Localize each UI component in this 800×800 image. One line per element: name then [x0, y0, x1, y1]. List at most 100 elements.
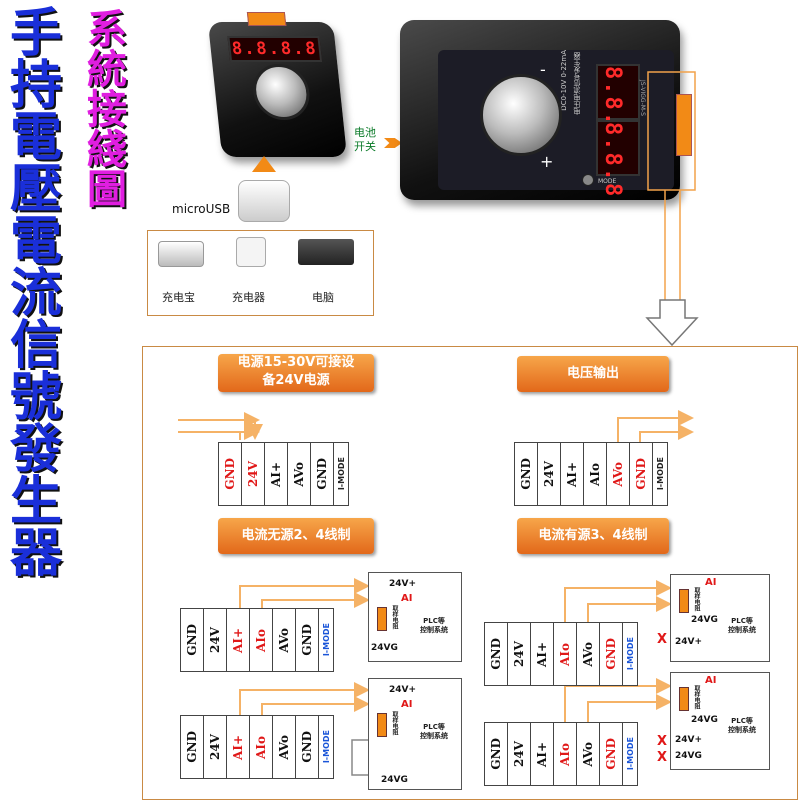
sampling-resistor-icon: [679, 589, 689, 613]
plc-24vg: 24VG: [381, 775, 408, 785]
plc-ai: AI: [705, 675, 717, 686]
plc-24vg-bottom: 24VG: [675, 751, 702, 761]
plc-resistor-label: 取样电阻: [391, 711, 398, 735]
terminal-avo: AVo: [288, 443, 311, 505]
sub-title-char: 接: [87, 86, 127, 133]
main-title-char: 流: [9, 263, 62, 324]
sub-title-char: 綫: [87, 126, 127, 173]
large-device-mode-label: MODE: [598, 178, 617, 185]
main-title-char: 信: [9, 315, 62, 376]
terminal-gnd: GND: [485, 723, 508, 785]
terminal-ai-plus: AI+: [227, 609, 250, 671]
terminal-ai-plus: AI+: [531, 623, 554, 685]
plc-24v-plus: 24V+: [675, 735, 703, 745]
terminal-mode: I-MODE: [625, 637, 635, 671]
terminal-24v: 24V: [204, 716, 227, 778]
active-section-title: 电流有源3、4线制: [517, 518, 669, 554]
active-lower-wires: [564, 678, 672, 722]
main-title-char: 發: [9, 419, 62, 480]
sampling-resistor-icon: [377, 607, 387, 631]
x-mark: X: [657, 750, 668, 765]
charger-label: 充电器: [232, 291, 265, 304]
large-device-plus: +: [540, 152, 554, 171]
terminal-avo: AVo: [577, 723, 600, 785]
terminal-table-active-upper: GND 24V AI+ AIo AVo GND I-MODE: [484, 622, 638, 686]
terminal-24v: 24V: [508, 723, 531, 785]
terminal-ai-plus: AI+: [265, 443, 288, 505]
large-device-knob[interactable]: [480, 74, 562, 156]
plc-name: PLC等控制系统: [420, 617, 448, 634]
terminal-mode: I-MODE: [321, 730, 331, 764]
main-title-char: 生: [9, 471, 62, 532]
plc-24v-plus: 24V+: [389, 579, 417, 589]
terminal-24v: 24V: [204, 609, 227, 671]
terminal-ai-plus: AI+: [227, 716, 250, 778]
computer-icon: [298, 239, 354, 265]
large-device-mode-button[interactable]: [582, 174, 594, 186]
terminal-aio: AIo: [250, 716, 273, 778]
terminal-ai-plus: AI+: [531, 723, 554, 785]
plc-name: PLC等控制系统: [728, 717, 756, 734]
battery-switch-line1: 电池: [354, 126, 376, 139]
passive-section-title: 电流无源2、4线制: [218, 518, 374, 554]
sampling-resistor-icon: [679, 687, 689, 711]
large-device-minus: -: [540, 60, 546, 79]
main-title-char: 電: [9, 107, 62, 168]
passive-lower-wires: [239, 682, 380, 776]
terminal-gnd2: GND: [600, 623, 623, 685]
power-title-line2: 备24V电源: [262, 373, 330, 388]
power-bank-label: 充电宝: [162, 291, 195, 304]
microusb-plug: [238, 180, 290, 222]
battery-switch-line2: 开关: [354, 140, 376, 153]
terminal-avo: AVo: [273, 716, 296, 778]
plc-box-passive-lower: 24V+ AI 取样电阻 PLC等控制系统 24VG: [368, 678, 462, 790]
terminal-aio: AIo: [554, 623, 577, 685]
plc-ai: AI: [401, 593, 413, 604]
power-bank-icon: [158, 241, 204, 267]
terminal-avo: AVo: [607, 443, 630, 505]
main-title: 手 持 電 壓 電 流 信 號 發 生 器: [6, 8, 66, 580]
plc-ai: AI: [705, 577, 717, 588]
terminal-mode: I-MODE: [321, 623, 331, 657]
plc-name: PLC等控制系统: [728, 617, 756, 634]
power-input-arrows: [178, 412, 263, 440]
power-title-line1: 电源15-30V可接设: [237, 355, 355, 370]
plc-24vg: 24VG: [371, 643, 398, 653]
terminal-callout-lines: [647, 71, 696, 300]
main-title-char: 持: [9, 55, 62, 116]
terminal-table-active-lower: GND 24V AI+ AIo AVo GND I-MODE: [484, 722, 638, 786]
terminal-mode: I-MODE: [336, 457, 346, 491]
terminal-table-power: GND 24V AI+ AVo GND I-MODE: [218, 442, 349, 506]
terminal-gnd2: GND: [296, 716, 319, 778]
main-title-char: 壓: [9, 159, 62, 220]
charger-icon: [236, 237, 266, 267]
terminal-mode: I-MODE: [625, 737, 635, 771]
terminal-table-passive-lower: GND 24V AI+ AIo AVo GND I-MODE: [180, 715, 334, 779]
main-title-char: 器: [9, 523, 62, 584]
large-terminal-block: [676, 94, 692, 156]
terminal-aio: AIo: [584, 443, 607, 505]
terminal-avo: AVo: [577, 623, 600, 685]
terminal-gnd: GND: [485, 623, 508, 685]
plc-name: PLC等控制系统: [420, 723, 448, 740]
plc-box-passive-upper: 24V+ AI 取样电阻 PLC等控制系统 24VG: [368, 572, 462, 662]
terminal-avo: AVo: [273, 609, 296, 671]
power-section-title: 电源15-30V可接设 备24V电源: [218, 354, 374, 392]
sub-title: 系 統 接 綫 圖: [84, 10, 130, 210]
x-mark: X: [657, 632, 668, 647]
plc-resistor-label: 取样电阻: [693, 587, 700, 611]
terminal-aio: AIo: [554, 723, 577, 785]
terminal-table-passive-upper: GND 24V AI+ AIo AVo GND I-MODE: [180, 608, 334, 672]
sub-title-char: 圖: [87, 166, 127, 213]
main-title-char: 號: [9, 367, 62, 428]
terminal-gnd2: GND: [311, 443, 334, 505]
passive-upper-wires: [239, 578, 370, 608]
terminal-gnd2: GND: [630, 443, 653, 505]
plc-box-active-upper: AI 取样电阻 24VG PLC等控制系统 24V+: [670, 574, 770, 662]
terminal-24v: 24V: [242, 443, 265, 505]
large-device: DC0-10V 0-22mA 电压电流信号发生器 + - 8.8.8 8.8.8…: [400, 20, 692, 200]
down-arrow-icon: [645, 299, 699, 347]
terminal-gnd: GND: [181, 716, 204, 778]
terminal-gnd: GND: [219, 443, 242, 505]
sampling-resistor-icon: [377, 713, 387, 737]
